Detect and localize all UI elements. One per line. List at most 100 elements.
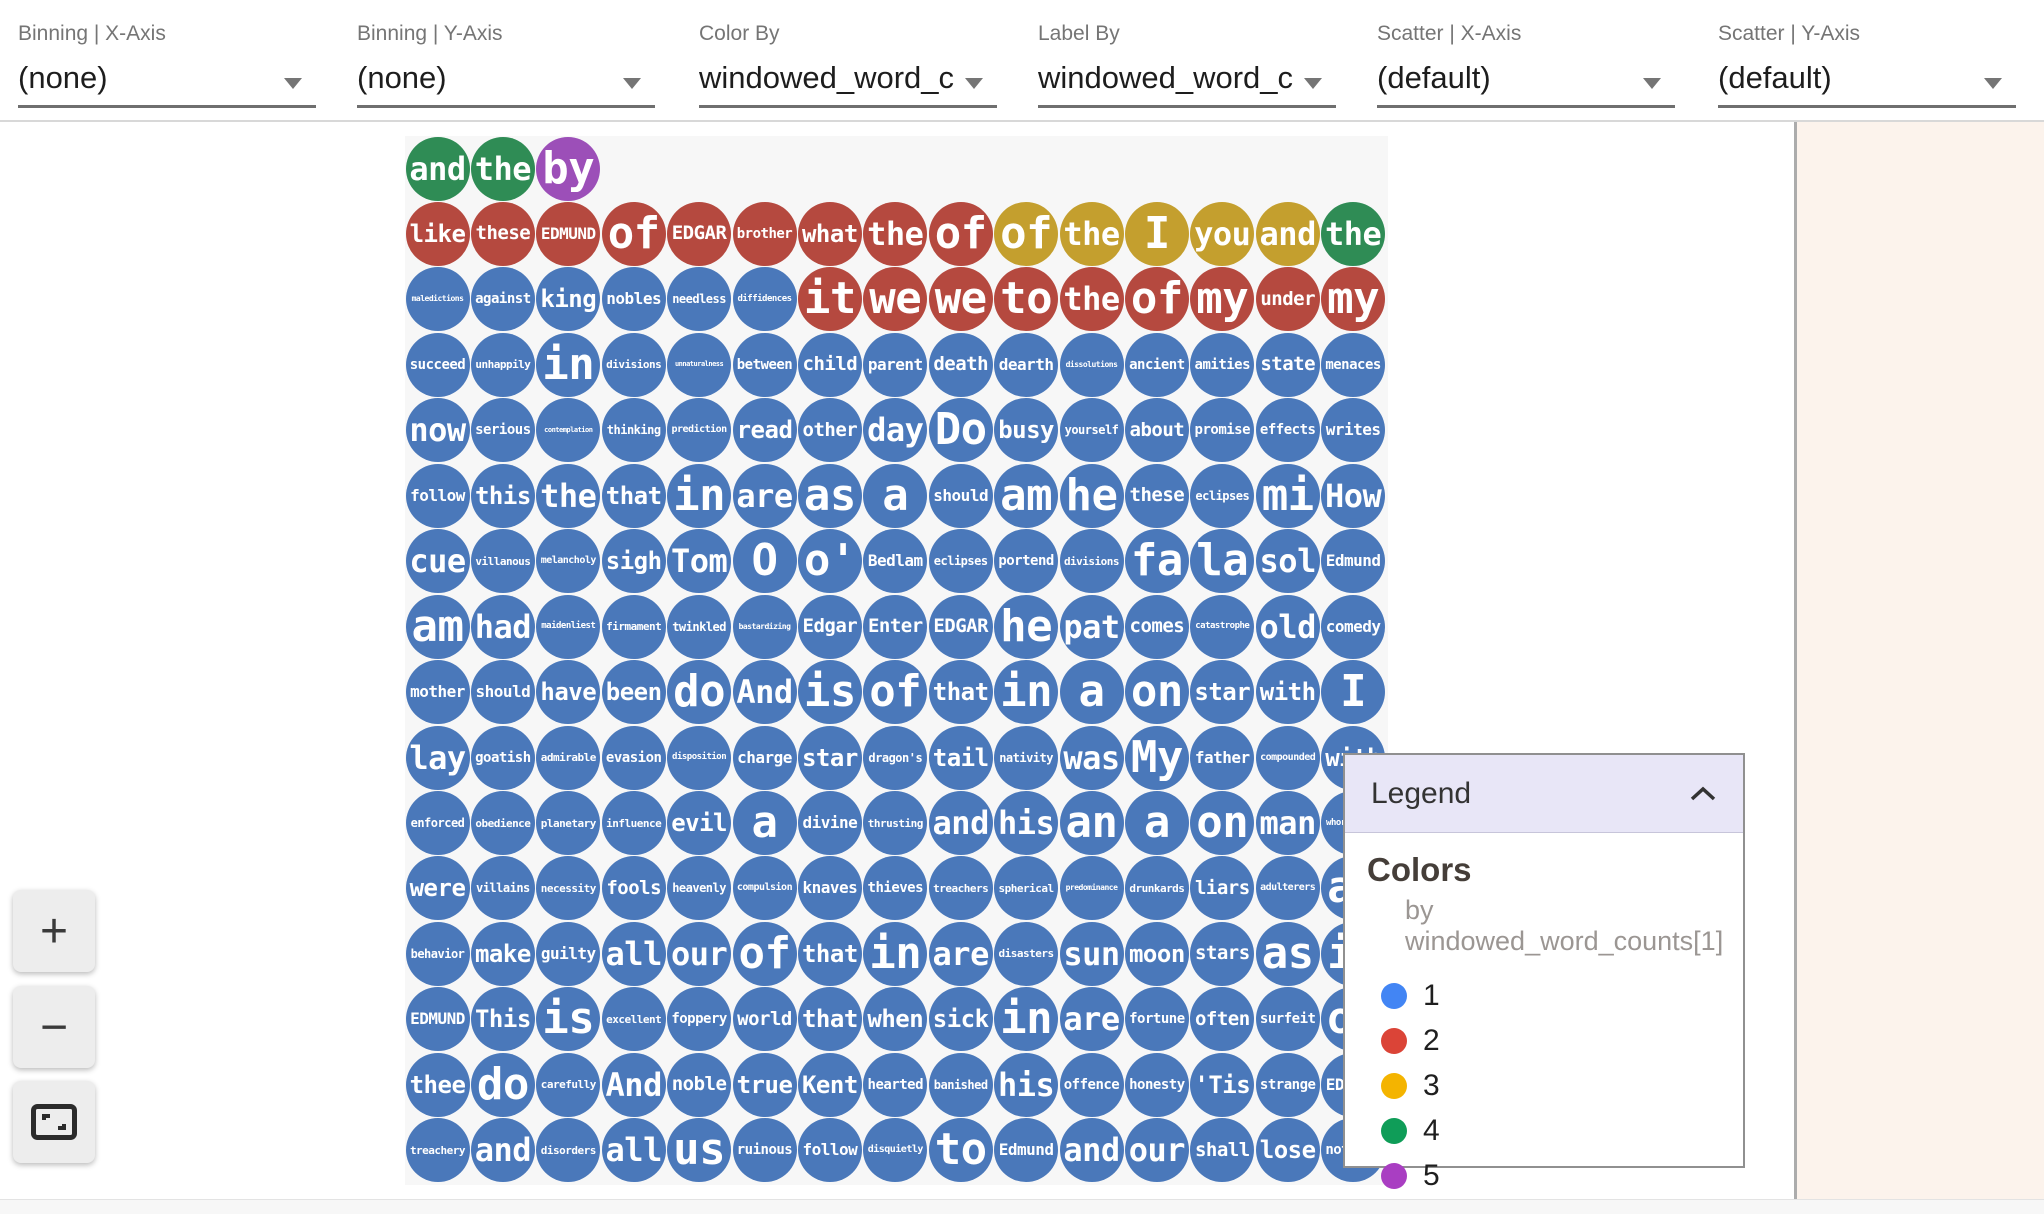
word-circle[interactable]: twinkled	[667, 594, 732, 659]
word-circle[interactable]: planetary	[536, 791, 601, 855]
word-circle[interactable]: Tom	[667, 529, 732, 594]
word-circle[interactable]: death	[928, 332, 993, 397]
word-circle[interactable]: 'Tis	[1190, 1052, 1255, 1117]
word-circle[interactable]: an	[1059, 791, 1124, 855]
word-circle[interactable]: in	[863, 921, 928, 986]
word-circle[interactable]: he	[1059, 463, 1124, 528]
word-circle[interactable]: true	[732, 1052, 797, 1117]
word-circle[interactable]: are	[732, 463, 797, 528]
word-circle[interactable]: Edmund	[994, 1118, 1059, 1183]
word-circle[interactable]: tail	[928, 725, 993, 790]
word-circle[interactable]: our	[1124, 1118, 1189, 1183]
word-circle[interactable]: firmament	[601, 594, 666, 659]
word-circle[interactable]: all	[601, 921, 666, 986]
word-circle[interactable]: is	[797, 660, 862, 725]
word-circle[interactable]: by	[536, 136, 601, 201]
word-circle[interactable]: evil	[667, 791, 732, 855]
word-circle[interactable]: drunkards	[1124, 856, 1189, 921]
fit-to-screen-button[interactable]	[13, 1081, 95, 1163]
word-circle[interactable]: charge	[732, 725, 797, 790]
word-circle[interactable]: EDGAR	[928, 594, 993, 659]
word-circle[interactable]: disposition	[667, 725, 732, 790]
word-circle[interactable]: EDMUND	[536, 201, 601, 266]
word-circle[interactable]: his	[994, 791, 1059, 855]
word-circle[interactable]: between	[732, 332, 797, 397]
word-circle[interactable]: man	[1255, 791, 1320, 855]
word-circle[interactable]: these	[1124, 463, 1189, 528]
word-circle[interactable]: father	[1190, 725, 1255, 790]
chevron-down-icon[interactable]	[1643, 78, 1661, 89]
word-circle[interactable]: king	[536, 267, 601, 332]
word-circle[interactable]: bastardizing	[732, 594, 797, 659]
word-circle[interactable]: EDMUND	[405, 987, 470, 1052]
word-circle[interactable]: a	[863, 463, 928, 528]
word-circle[interactable]: offence	[1059, 1052, 1124, 1117]
word-circle[interactable]: catastrophe	[1190, 594, 1255, 659]
word-circle[interactable]: menaces	[1321, 332, 1386, 397]
word-circle[interactable]: disorders	[536, 1118, 601, 1183]
word-circle[interactable]: dissolutions	[1059, 332, 1124, 397]
word-circle[interactable]: to	[928, 1118, 993, 1183]
word-circle[interactable]: sick	[928, 987, 993, 1052]
word-circle[interactable]: all	[601, 1118, 666, 1183]
word-circle[interactable]: maidenliest	[536, 594, 601, 659]
word-circle[interactable]: to	[994, 267, 1059, 332]
word-circle[interactable]: of	[1124, 267, 1189, 332]
word-circle[interactable]: are	[928, 921, 993, 986]
word-circle[interactable]: dragon's	[863, 725, 928, 790]
word-circle[interactable]: the	[536, 463, 601, 528]
word-circle[interactable]: strange	[1255, 1052, 1320, 1117]
word-circle[interactable]: contemplation	[536, 398, 601, 463]
chevron-down-icon[interactable]	[1984, 78, 2002, 89]
word-circle[interactable]: of	[994, 201, 1059, 266]
word-circle[interactable]: fools	[601, 856, 666, 921]
word-circle[interactable]: comes	[1124, 594, 1189, 659]
word-circle[interactable]: on	[1190, 791, 1255, 855]
word-circle[interactable]: enforced	[405, 791, 470, 855]
word-circle[interactable]: about	[1124, 398, 1189, 463]
word-circle[interactable]: when	[863, 987, 928, 1052]
word-circle[interactable]: a	[1059, 660, 1124, 725]
word-circle[interactable]: of	[601, 201, 666, 266]
word-circle[interactable]: have	[536, 660, 601, 725]
word-circle[interactable]: obedience	[470, 791, 535, 855]
word-circle[interactable]: banished	[928, 1052, 993, 1117]
word-circle[interactable]: dearth	[994, 332, 1059, 397]
word-circle[interactable]: and	[1059, 1118, 1124, 1183]
zoom-in-button[interactable]: +	[13, 890, 95, 972]
word-circle[interactable]: our	[667, 921, 732, 986]
word-circle[interactable]: lose	[1255, 1118, 1320, 1183]
word-circle[interactable]: predominance	[1059, 856, 1124, 921]
word-circle[interactable]: am	[405, 594, 470, 659]
dropdown-value[interactable]: windowed_word_c	[699, 60, 955, 95]
word-circle[interactable]: often	[1190, 987, 1255, 1052]
word-circle[interactable]: Edgar	[797, 594, 862, 659]
word-circle[interactable]: us	[667, 1118, 732, 1183]
word-circle[interactable]: it	[797, 267, 862, 332]
word-circle[interactable]: stars	[1190, 921, 1255, 986]
word-circle[interactable]: do	[667, 660, 732, 725]
word-circle[interactable]: admirable	[536, 725, 601, 790]
word-circle[interactable]: lay	[405, 725, 470, 790]
word-circle[interactable]: are	[1059, 987, 1124, 1052]
word-circle[interactable]: Edmund	[1321, 529, 1386, 594]
word-circle[interactable]: effects	[1255, 398, 1320, 463]
word-circle[interactable]: in	[536, 332, 601, 397]
word-circle[interactable]: child	[797, 332, 862, 397]
word-circle[interactable]: ancient	[1124, 332, 1189, 397]
word-circle[interactable]: do	[470, 1052, 535, 1117]
word-circle[interactable]: Bedlam	[863, 529, 928, 594]
word-circle[interactable]: excellent	[601, 987, 666, 1052]
word-circle[interactable]: maledictions	[405, 267, 470, 332]
word-circle[interactable]: my	[1321, 267, 1386, 332]
word-circle[interactable]: needless	[667, 267, 732, 332]
word-circle[interactable]: adulterers	[1255, 856, 1320, 921]
word-circle[interactable]: a	[1124, 791, 1189, 855]
word-circle[interactable]: a	[732, 791, 797, 855]
word-circle[interactable]: old	[1255, 594, 1320, 659]
word-circle[interactable]: the	[470, 136, 535, 201]
word-circle[interactable]: eclipses	[1190, 463, 1255, 528]
